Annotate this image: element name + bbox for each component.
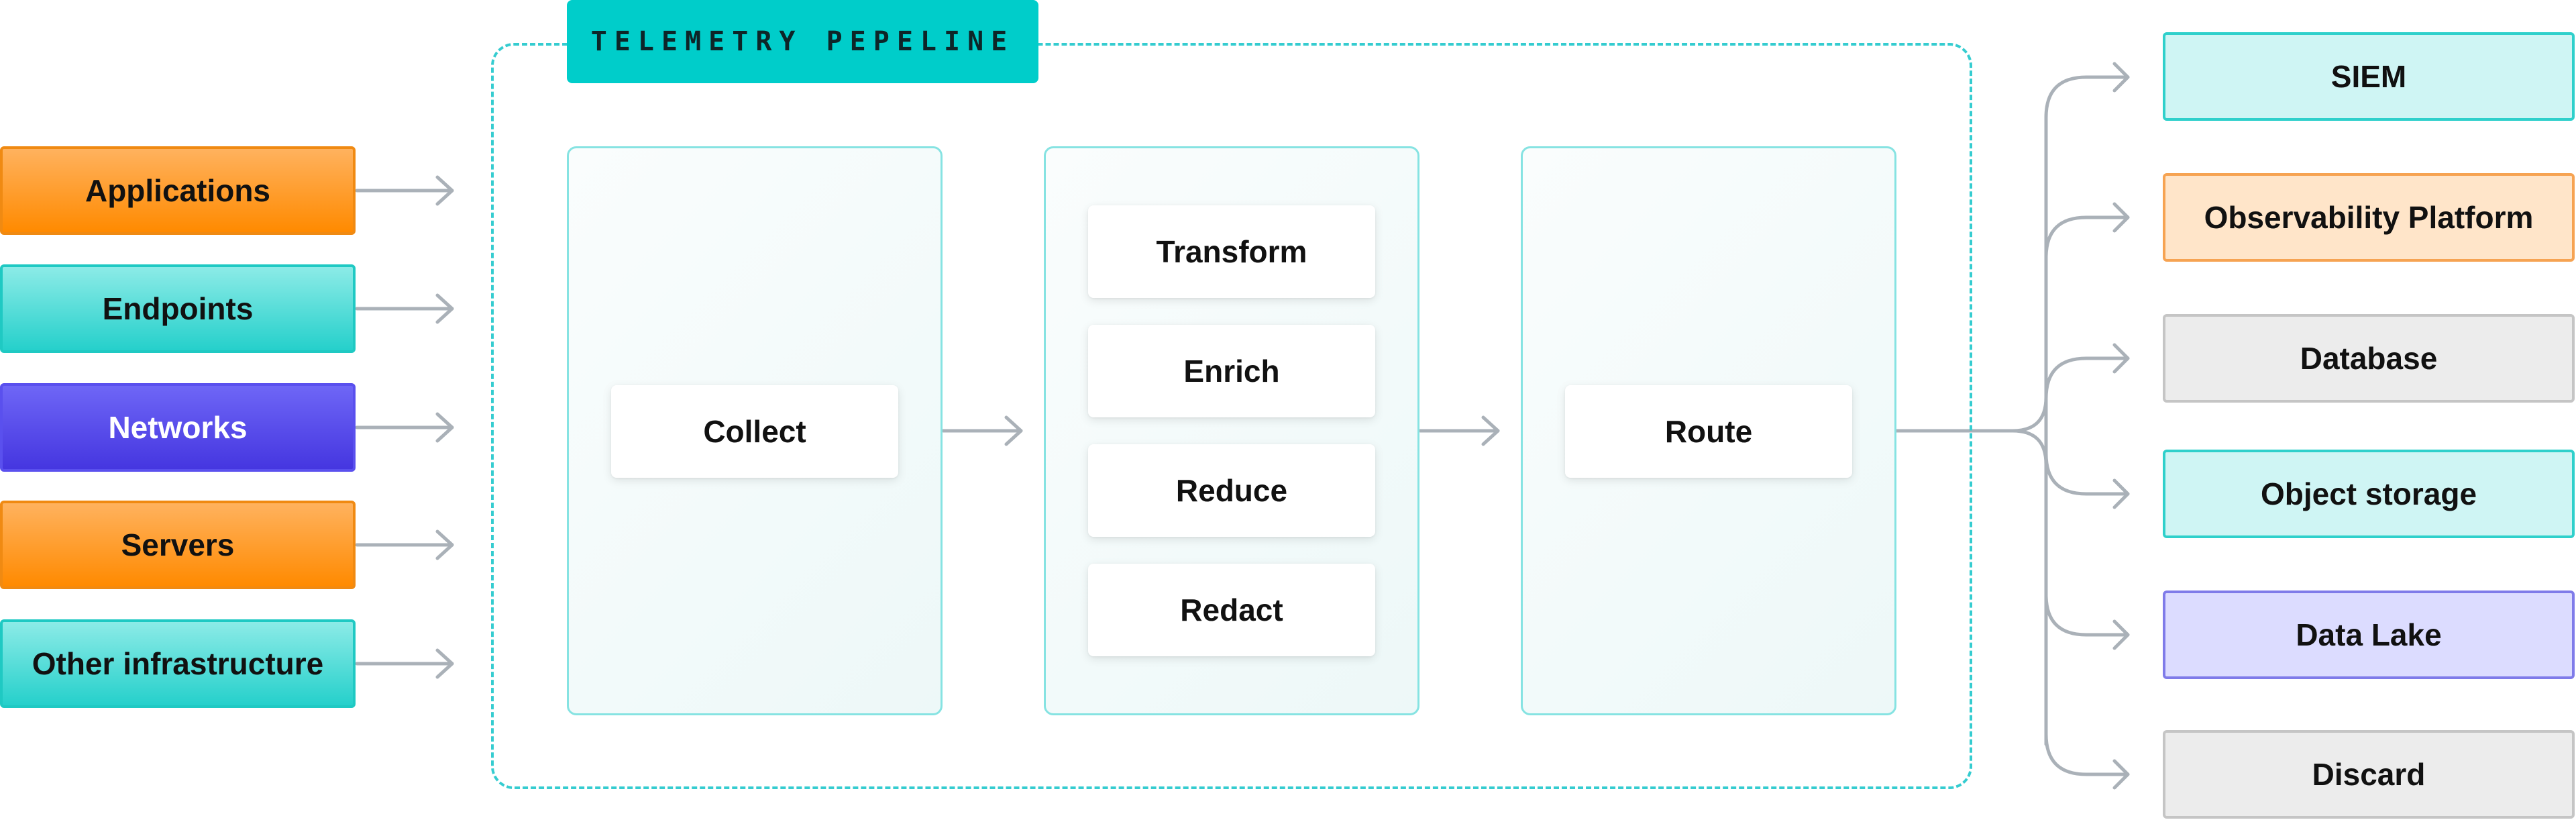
source-applications: Applications bbox=[0, 146, 356, 235]
source-arrow bbox=[355, 412, 454, 443]
process-stage: Transform Enrich Reduce Redact bbox=[1044, 146, 1419, 715]
destination-discard: Discard bbox=[2163, 730, 2575, 819]
destination-observability-platform: Observability Platform bbox=[2163, 173, 2575, 262]
route-stage: Route bbox=[1521, 146, 1896, 715]
pipeline-title: TELEMETRY PEPELINE bbox=[567, 0, 1038, 83]
route-trunk-line bbox=[2010, 429, 2048, 466]
destination-arrow bbox=[2044, 343, 2130, 401]
source-servers: Servers bbox=[0, 501, 356, 589]
route-step: Route bbox=[1565, 385, 1852, 478]
destination-arrow bbox=[2044, 732, 2130, 790]
enrich-step: Enrich bbox=[1088, 325, 1375, 417]
source-arrow bbox=[355, 293, 454, 324]
destination-database: Database bbox=[2163, 314, 2575, 403]
pipeline-frame bbox=[491, 43, 1972, 789]
collect-to-process-arrow bbox=[941, 415, 1023, 446]
source-arrow bbox=[355, 648, 454, 679]
destination-arrow bbox=[2044, 62, 2130, 119]
destination-siem: SIEM bbox=[2163, 32, 2575, 121]
redact-step: Redact bbox=[1088, 564, 1375, 656]
destination-object-storage: Object storage bbox=[2163, 450, 2575, 538]
source-networks: Networks bbox=[0, 383, 356, 472]
transform-step: Transform bbox=[1088, 205, 1375, 298]
destination-arrow bbox=[2044, 202, 2130, 260]
destination-arrow bbox=[2044, 452, 2130, 509]
source-other-infrastructure: Other infrastructure bbox=[0, 619, 356, 708]
source-arrow bbox=[355, 175, 454, 206]
source-endpoints: Endpoints bbox=[0, 264, 356, 353]
process-to-route-arrow bbox=[1418, 415, 1500, 446]
collect-step: Collect bbox=[611, 385, 898, 478]
reduce-step: Reduce bbox=[1088, 444, 1375, 537]
destination-data-lake: Data Lake bbox=[2163, 591, 2575, 679]
collect-stage: Collect bbox=[567, 146, 943, 715]
source-arrow bbox=[355, 529, 454, 560]
destination-arrow bbox=[2044, 593, 2130, 650]
